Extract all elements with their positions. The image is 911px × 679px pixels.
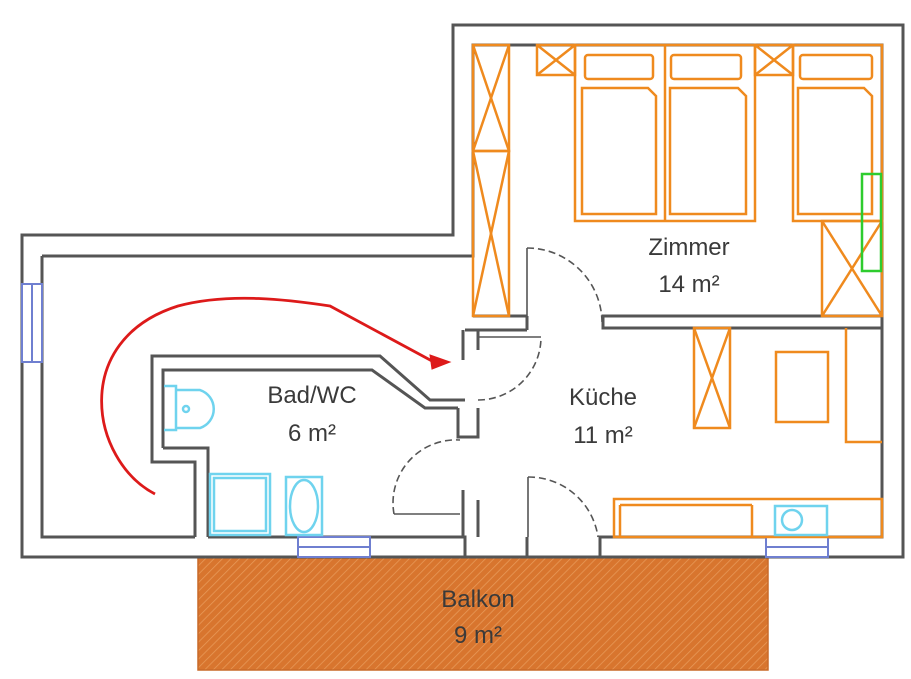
- room-label-bad: Bad/WC 6 m²: [267, 382, 356, 447]
- room-name-kueche: Küche: [569, 384, 637, 411]
- room-area-kueche: 11 m²: [573, 422, 633, 449]
- bedroom-furniture: [471, 43, 884, 318]
- balcony: [197, 556, 769, 671]
- room-name-zimmer: Zimmer: [648, 234, 729, 261]
- circulation-arrow: [100, 296, 452, 496]
- sink-icon: [773, 504, 829, 537]
- room-area-bad: 6 m²: [288, 420, 336, 447]
- kitchen-furniture: [612, 326, 884, 539]
- room-name-balkon: Balkon: [441, 586, 514, 613]
- room-label-kueche: Küche 11 m²: [569, 384, 637, 449]
- doors: [392, 247, 603, 538]
- outer-walls: [20, 23, 905, 559]
- room-name-bad: Bad/WC: [267, 382, 356, 409]
- bathroom-fixtures: [164, 384, 324, 537]
- windows: [21, 283, 829, 558]
- room-area-zimmer: 14 m²: [658, 271, 719, 298]
- green-marker: [860, 172, 883, 273]
- room-label-zimmer: Zimmer 14 m²: [648, 234, 729, 298]
- room-label-balkon: Balkon 9 m²: [441, 586, 514, 649]
- room-area-balkon: 9 m²: [454, 622, 502, 649]
